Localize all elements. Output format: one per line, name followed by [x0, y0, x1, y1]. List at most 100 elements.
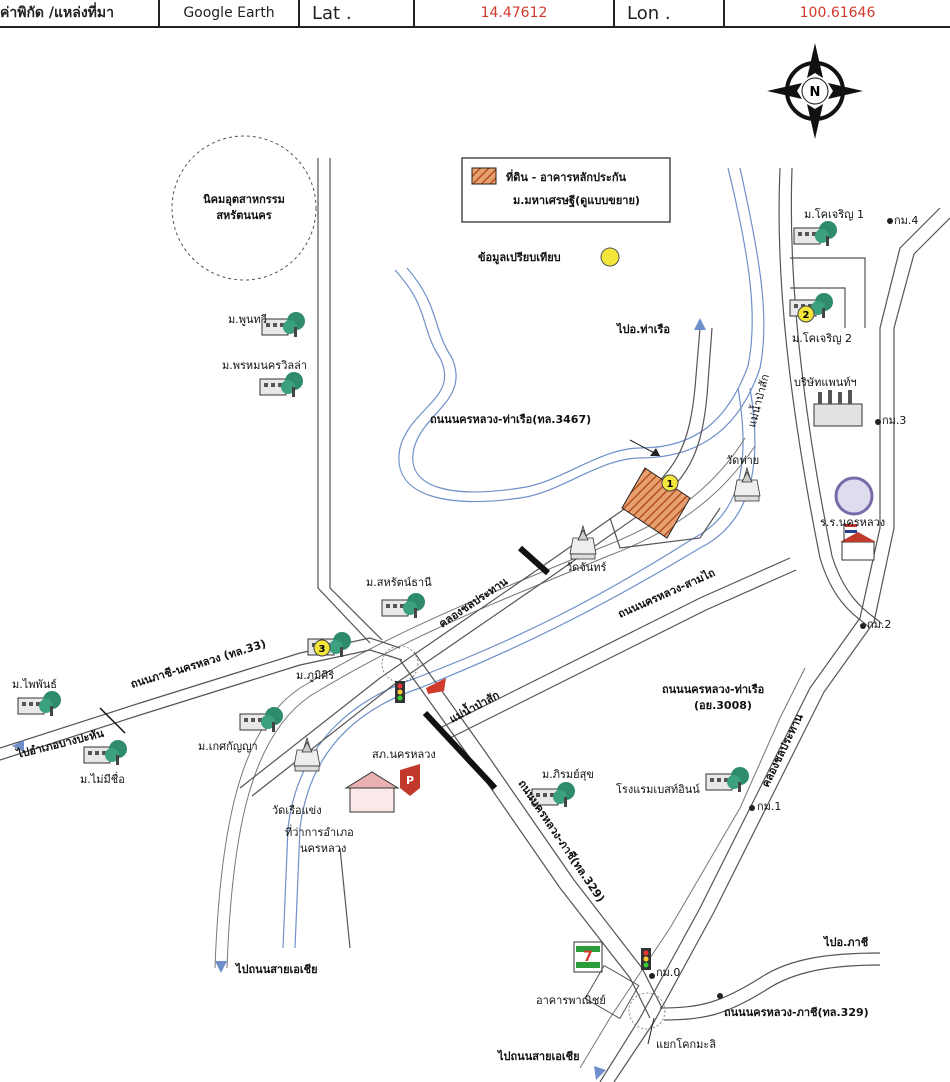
village-khocharoen1-icon [793, 220, 838, 247]
label-km3: กม.3 [882, 414, 906, 427]
label-police: สภ.นครหลวง [372, 748, 436, 761]
label-wat-rueang: วัดเรือแข่ง [272, 804, 322, 817]
commercial-building [584, 964, 640, 1020]
label-km4: กม.4 [894, 214, 918, 227]
industrial-estate-label-1: นิคมอุตสาหกรรม [203, 193, 285, 207]
label-phaiphan: ม.ไพพันธ์ [12, 678, 57, 691]
source-value-cell: Google Earth [160, 0, 300, 26]
label-intersection: แยกโคกมะลิ [656, 1037, 716, 1051]
label-river-pasak-2: แม่น้ำป่าสัก [446, 687, 502, 726]
compass-letter: N [810, 85, 821, 100]
label-puthri: ม.พูนทวี [228, 313, 267, 326]
label-phonnakhon: ม.พรหมนครวิลล่า [222, 359, 307, 372]
compass-icon: N [767, 43, 863, 139]
label-road-3467: ถนนนครหลวง-ท่าเรือ(ทล.3467) [430, 413, 591, 426]
village-phonnakhon-icon [259, 371, 304, 398]
school-seal-icon [834, 476, 874, 516]
label-khlong-prachathan: คลองชลประทาน [436, 575, 510, 631]
to-bangpahan-arrow-icon [12, 740, 24, 752]
lat-label-cell: Lat . [300, 0, 415, 26]
location-map: N นิคมอุตสาหกรรม สหรัตนนคร ที่ดิน - อาคา… [0, 43, 950, 1082]
marker-2-icon [797, 305, 815, 323]
label-km1: กม.1 [757, 800, 781, 813]
label-wat-chan: วัดจันทร์ [566, 561, 607, 574]
label-phumsiri: ม.ภูมิศิริ [296, 669, 334, 682]
seven-eleven-logo-icon: 7 [573, 941, 603, 973]
label-road-3008-line1: ถนนนครหลวง-ท่าเรือ [662, 683, 764, 696]
label-sahrat-thani: ม.สหรัตน์ธานี [366, 576, 432, 589]
to-asia-2-arrow-icon [594, 1066, 606, 1080]
source-label: ค่าพิกัด /แหล่งที่มา [0, 5, 114, 21]
lon-label: Lon . [627, 2, 671, 24]
comparable-marker-icon [600, 247, 620, 267]
marker-2-label: 2 [803, 310, 810, 321]
marker-1-label: 1 [667, 479, 674, 490]
coordinate-header: ค่าพิกัด /แหล่งที่มา Google Earth Lat . … [0, 0, 950, 28]
industrial-estate-area [171, 135, 317, 281]
lat-label: Lat . [312, 2, 352, 24]
label-wat-thai: วัดท่าย [726, 454, 759, 467]
label-to-tharuea: ไปอ.ท่าเรือ [615, 322, 670, 336]
label-km2: กม.2 [867, 618, 891, 631]
legend-property-line1: ที่ดิน - อาคารหลักประกัน [506, 169, 626, 184]
km3-post-icon [875, 419, 881, 425]
to-tharuea-arrow-icon [694, 318, 706, 330]
label-km0: กม.0 [656, 966, 680, 979]
lon-label-cell: Lon . [615, 0, 725, 26]
marker-3-icon [313, 639, 331, 657]
traffic-light-icon [641, 948, 651, 970]
village-puthri-icon [261, 311, 306, 338]
wat-thai-icon [733, 467, 761, 502]
district-office-icon [344, 771, 400, 813]
hotel-icon [705, 766, 750, 793]
parking-sign-icon: P [400, 764, 420, 796]
label-to-asia-1: ไปถนนสายเอเชีย [234, 962, 318, 976]
label-district-office-1: ที่ว่าการอำเภอ [285, 824, 354, 839]
legend-comparable-label: ข้อมูลเปรียบเทียบ [478, 251, 561, 265]
km2-post-icon [860, 623, 866, 629]
bridges [99, 545, 550, 791]
label-to-phachi: ไปอ.ภาชี [822, 935, 869, 949]
property-plot: 1 [621, 467, 691, 539]
label-ket-kanya: ม.เกศกัญญา [198, 740, 258, 753]
label-khocharoen1: ม.โคเจริญ 1 [804, 207, 864, 221]
to-asia-1-arrow-icon [215, 961, 227, 973]
label-river-pasak-1: แม่น้ำป่าสัก [743, 372, 772, 429]
label-ma-rom: ม.ภิรมย์สุข [542, 768, 594, 781]
label-hotel: โรงแรมเบสท์อินน์ [616, 782, 700, 796]
industrial-estate-label-2: สหรัตนนคร [216, 209, 271, 222]
km1-post-icon [749, 805, 755, 811]
label-mai-mi-chue: ม.ไม่มีชื่อ [80, 771, 125, 786]
lon-value-cell: 100.61646 [725, 0, 950, 26]
factory-icon [813, 390, 863, 427]
traffic-light-icon [395, 681, 405, 703]
lon-value: 100.61646 [799, 5, 876, 21]
km0-post-icon [649, 973, 655, 979]
village-maimichue-icon [83, 739, 128, 766]
source-value: Google Earth [183, 5, 275, 21]
label-to-asia-2: ไปถนนสายเอเชีย [496, 1049, 580, 1063]
intersection-pointer [647, 1017, 655, 1045]
label-district-office-2: นครหลวง [300, 842, 346, 855]
main-roads [0, 158, 950, 1082]
label-commercial: อาคารพาณิชย์ [536, 994, 606, 1007]
rivers [282, 167, 765, 949]
label-company: บริษัทแพนท์ฯ [794, 376, 857, 389]
label-school: ร.ร.นครหลวง [820, 516, 885, 529]
village-ketkanya-icon [239, 706, 284, 733]
village-sahrat-icon [381, 592, 426, 619]
marker-3-label: 3 [319, 644, 326, 655]
intersection-circle-south [628, 992, 666, 1030]
label-khocharoen2: ม.โคเจริญ 2 [792, 331, 852, 345]
school-building-icon [840, 524, 876, 561]
lat-value: 14.47612 [480, 5, 548, 21]
village-phaiphan-icon [17, 690, 62, 717]
property-swatch [471, 167, 497, 185]
label-road-329-h: ถนนนครหลวง-ภาชี(ทล.329) [724, 1006, 869, 1019]
km4-post-icon [887, 218, 893, 224]
map-legend: ที่ดิน - อาคารหลักประกัน ม.มหาเศรษฐี(ดูแ… [461, 157, 671, 223]
label-road-3008-line2: (อย.3008) [694, 699, 752, 712]
lat-value-cell: 14.47612 [415, 0, 615, 26]
honda-logo-icon [426, 678, 446, 694]
legend-property-line2: ม.มหาเศรษฐี(ดูแบบขยาย) [513, 194, 640, 208]
